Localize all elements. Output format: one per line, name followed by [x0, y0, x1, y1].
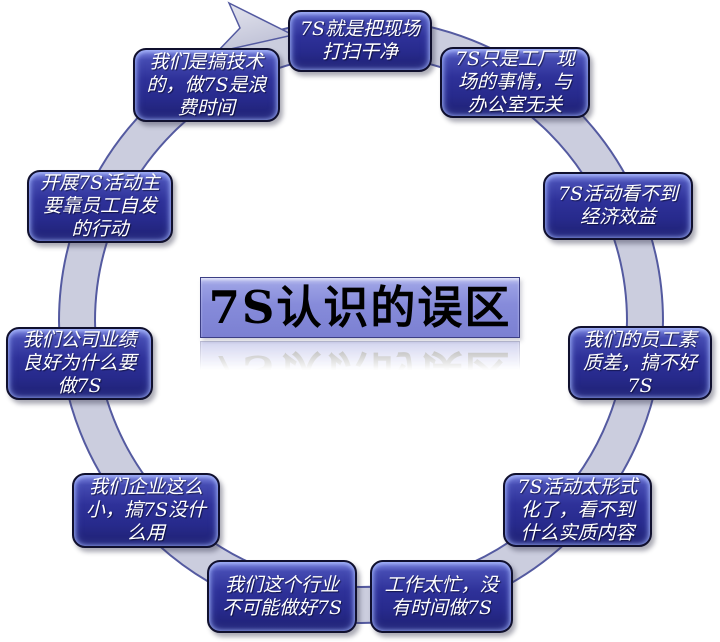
center-title-plate: 7S认识的误区 [200, 277, 520, 338]
misconception-node-upper-left: 开展7S活动主要靠员工自发的行动 [27, 170, 173, 243]
misconception-text: 7S活动看不到经济效益 [557, 183, 679, 228]
misconception-node-top-left: 我们是搞技术的，做7S是浪费时间 [133, 48, 280, 122]
misconception-node-bottom-center-right: 工作太忙，没有时间做7S [370, 560, 513, 633]
misconception-text: 开展7S活动主要靠员工自发的行动 [39, 172, 161, 240]
misconception-text: 我们这个行业不可能做好7S [221, 573, 343, 619]
misconception-text: 7S就是把现场打扫干净 [299, 18, 421, 63]
misconception-node-bottom-left: 我们企业这么小，搞7S没什么用 [72, 473, 220, 548]
misconception-text: 我们是搞技术的，做7S是浪费时间 [146, 50, 267, 119]
misconception-node-lower-right: 我们的员工素质差，搞不好7S [568, 326, 712, 400]
misconception-node-left: 我们公司业绩良好为什么要做7S [6, 327, 153, 400]
misconception-text: 7S活动太形式化了，看不到什么实质内容 [517, 475, 638, 544]
misconception-node-right: 7S活动看不到经济效益 [543, 172, 693, 240]
misconception-text: 我们企业这么小，搞7S没什么用 [85, 476, 207, 544]
misconception-text: 7S只是工厂现场的事情，与办公室无关 [454, 48, 576, 116]
misconception-text: 工作太忙，没有时间做7S [384, 573, 499, 619]
misconception-text: 我们的员工素质差，搞不好7S [582, 328, 697, 397]
misconception-node-bottom-center-left: 我们这个行业不可能做好7S [207, 560, 357, 633]
page-title: 7S认识的误区 [208, 281, 512, 334]
misconception-node-bottom-right: 7S活动太形式化了，看不到什么实质内容 [503, 473, 652, 547]
misconception-node-upper-right: 7S只是工厂现场的事情，与办公室无关 [440, 47, 590, 118]
misconception-text: 我们公司业绩良好为什么要做7S [22, 329, 137, 397]
misconception-node-top: 7S就是把现场打扫干净 [288, 10, 432, 72]
